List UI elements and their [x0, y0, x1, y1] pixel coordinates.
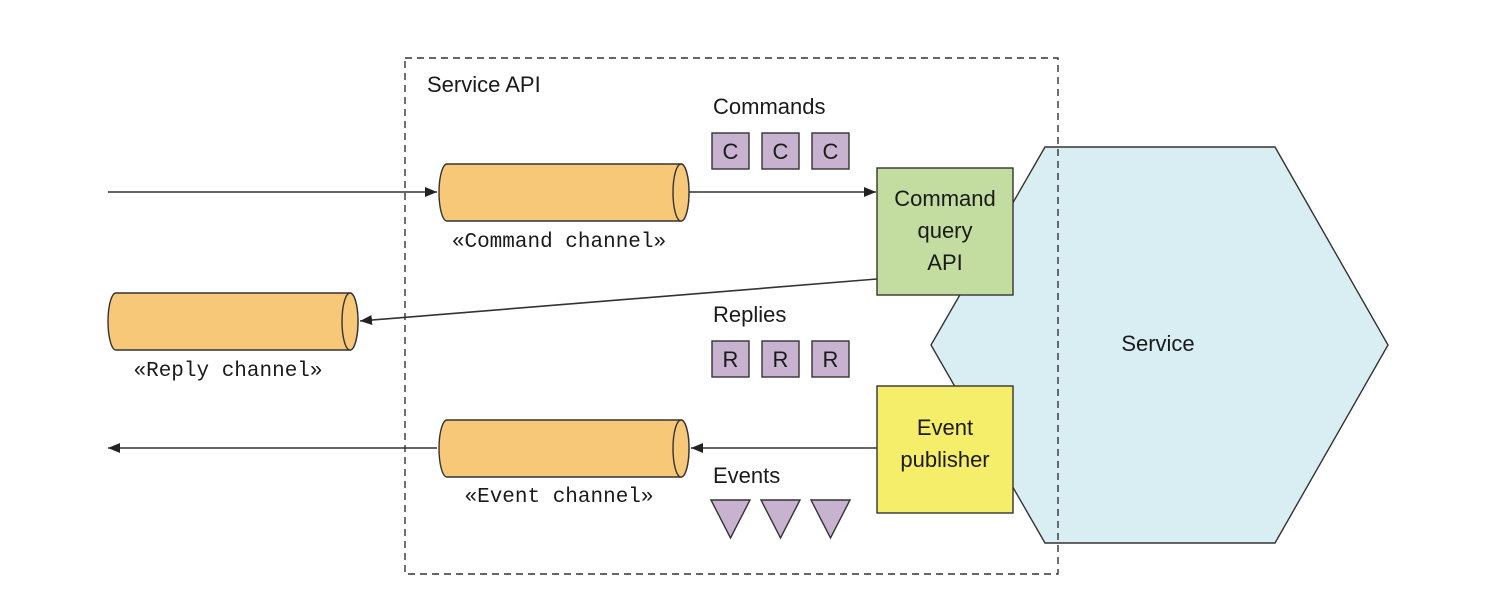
command-query-api-line-2: query: [917, 218, 972, 243]
svg-text:R: R: [823, 347, 839, 372]
event-publisher-line-1: Event: [917, 415, 973, 440]
events-heading: Events: [713, 463, 780, 488]
command-token-2: C: [761, 132, 800, 170]
arrow-api-to-reply-channel: [359, 278, 878, 326]
event-token-2: [759, 499, 802, 540]
service-api-boundary: [404, 57, 1059, 575]
command-token-1: C: [711, 132, 750, 170]
svg-text:R: R: [773, 347, 789, 372]
command-channel: [438, 163, 690, 222]
svg-text:C: C: [773, 139, 789, 164]
command-token-3: C: [811, 132, 850, 170]
reply-channel: [107, 292, 359, 351]
event-channel: [438, 419, 690, 478]
svg-text:C: C: [823, 139, 839, 164]
event-channel-label: «Event channel»: [464, 486, 653, 509]
event-publisher-line-2: publisher: [900, 447, 989, 472]
command-query-api-line-3: API: [927, 250, 962, 275]
commands-heading: Commands: [713, 94, 825, 119]
service-api-label: Service API: [427, 72, 541, 97]
reply-token-2: R: [761, 340, 800, 378]
svg-text:C: C: [723, 139, 739, 164]
service-label: Service: [1121, 331, 1194, 356]
reply-token-1: R: [711, 340, 750, 378]
svg-text:R: R: [723, 347, 739, 372]
event-publisher-box: [876, 385, 1014, 514]
command-channel-label: «Command channel»: [452, 231, 666, 254]
reply-token-3: R: [811, 340, 850, 378]
command-query-api-box: [876, 167, 1014, 296]
event-token-1: [709, 499, 752, 540]
service-hexagon: [930, 146, 1389, 544]
reply-channel-label: «Reply channel»: [133, 360, 322, 383]
replies-heading: Replies: [713, 302, 786, 327]
event-token-3: [809, 499, 852, 540]
command-query-api-line-1: Command: [894, 186, 995, 211]
